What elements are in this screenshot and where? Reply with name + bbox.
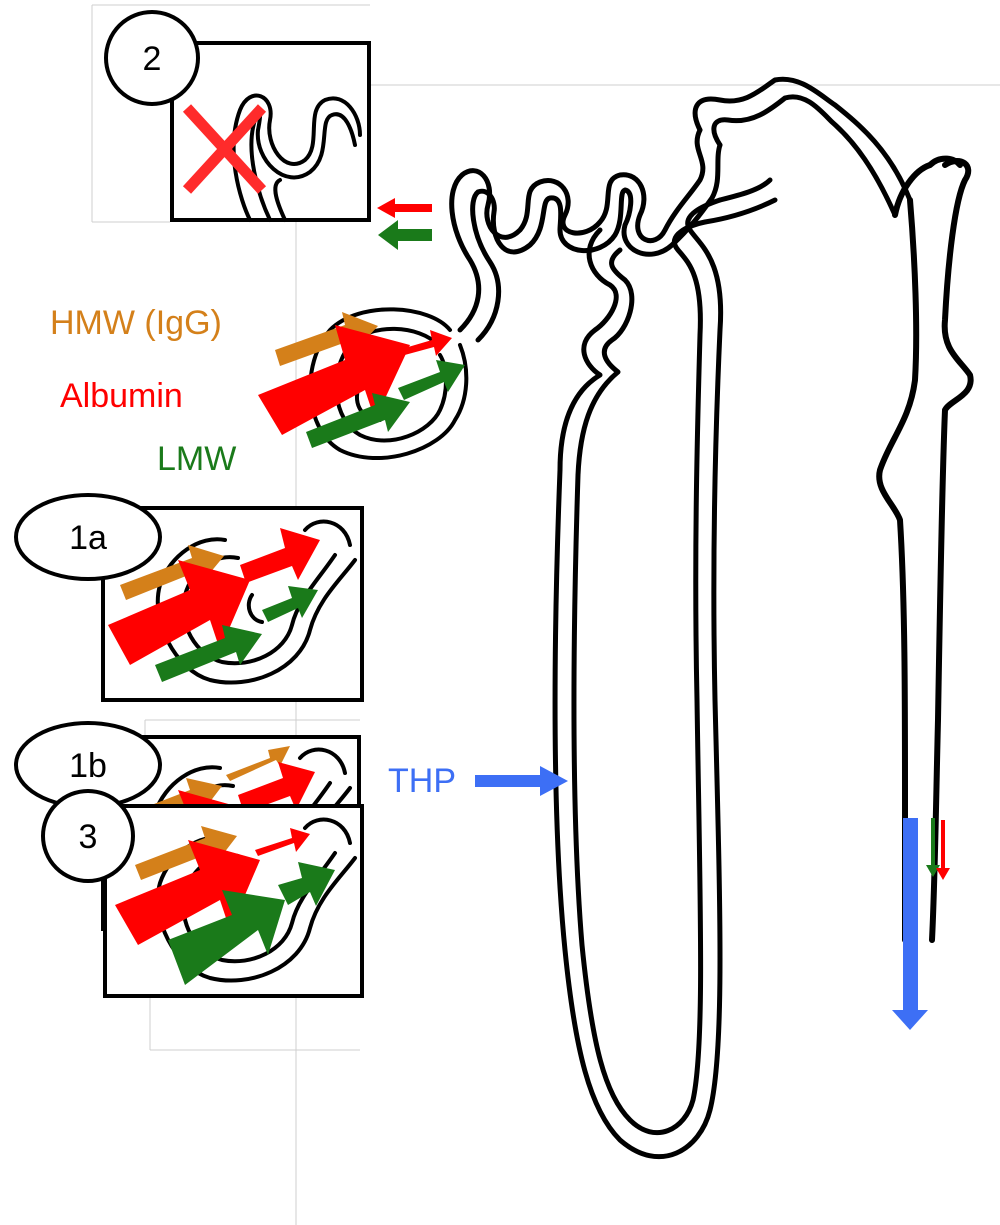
badge-1b-label: 1b: [69, 747, 107, 785]
loop-of-henle: [555, 200, 721, 1157]
panel-1a: 1a: [16, 495, 362, 700]
thp-label: THP: [388, 762, 456, 800]
urine-output-arrows: [892, 818, 950, 1030]
distal-tubule: [695, 79, 910, 222]
lmw-label: LMW: [157, 440, 236, 478]
albumin-reabsorption-arrow: [377, 198, 432, 218]
badge-3-label: 3: [79, 818, 98, 856]
lmw-reabsorption-arrow: [378, 220, 432, 250]
lmw-arrow-2: [398, 360, 465, 400]
albumin-label: Albumin: [60, 377, 183, 415]
hmw-label: HMW (IgG): [50, 304, 222, 342]
thp-urine-arrow: [892, 818, 928, 1030]
reabsorption-arrows: [377, 198, 432, 250]
collecting-duct: [879, 159, 970, 940]
main-filtration-arrows: [258, 312, 465, 448]
panel-2: 2: [106, 12, 369, 220]
badge-2-label: 2: [143, 40, 162, 78]
panel-3: 3: [43, 791, 362, 996]
badge-1a-label: 1a: [69, 519, 107, 557]
